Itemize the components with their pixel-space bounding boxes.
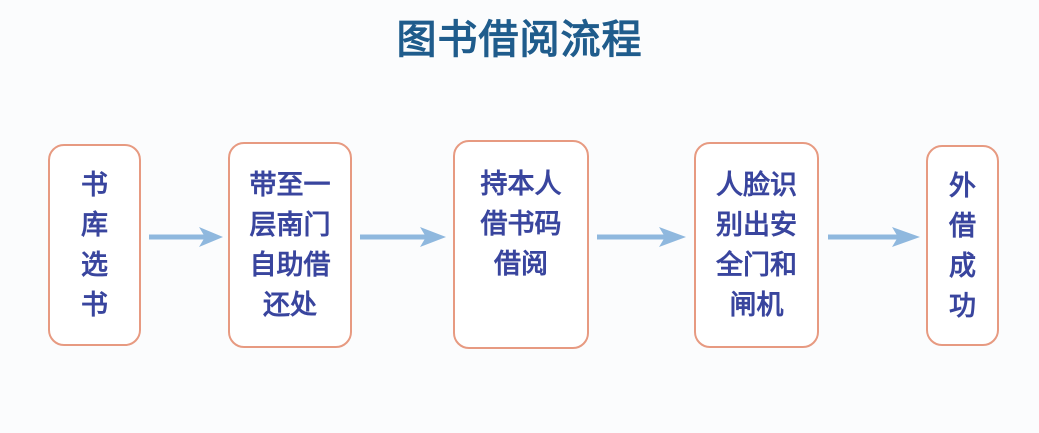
arrow-right-icon [149,227,223,247]
flow-node-5-label: 外 借 成 功 [949,170,976,321]
flow-node-1: 书 库 选 书 [48,144,141,346]
arrow-right-icon [597,227,686,247]
flow-node-1-label: 书 库 选 书 [81,170,108,320]
flow-node-2-label: 带至一 层南门 自助借 还处 [249,170,331,320]
flow-node-2: 带至一 层南门 自助借 还处 [228,142,352,348]
flow-node-4: 人脸识 别出安 全门和 闸机 [694,142,819,348]
flow-node-3: 持本人 借书码 借阅 [453,140,589,349]
page-title: 图书借阅流程 [396,18,643,62]
arrow-right-icon [360,227,446,247]
flow-node-3-label: 持本人 借书码 借阅 [480,169,562,279]
flow-node-5: 外 借 成 功 [926,145,999,346]
flow-node-4-label: 人脸识 别出安 全门和 闸机 [716,170,797,320]
arrow-right-icon [828,227,920,247]
